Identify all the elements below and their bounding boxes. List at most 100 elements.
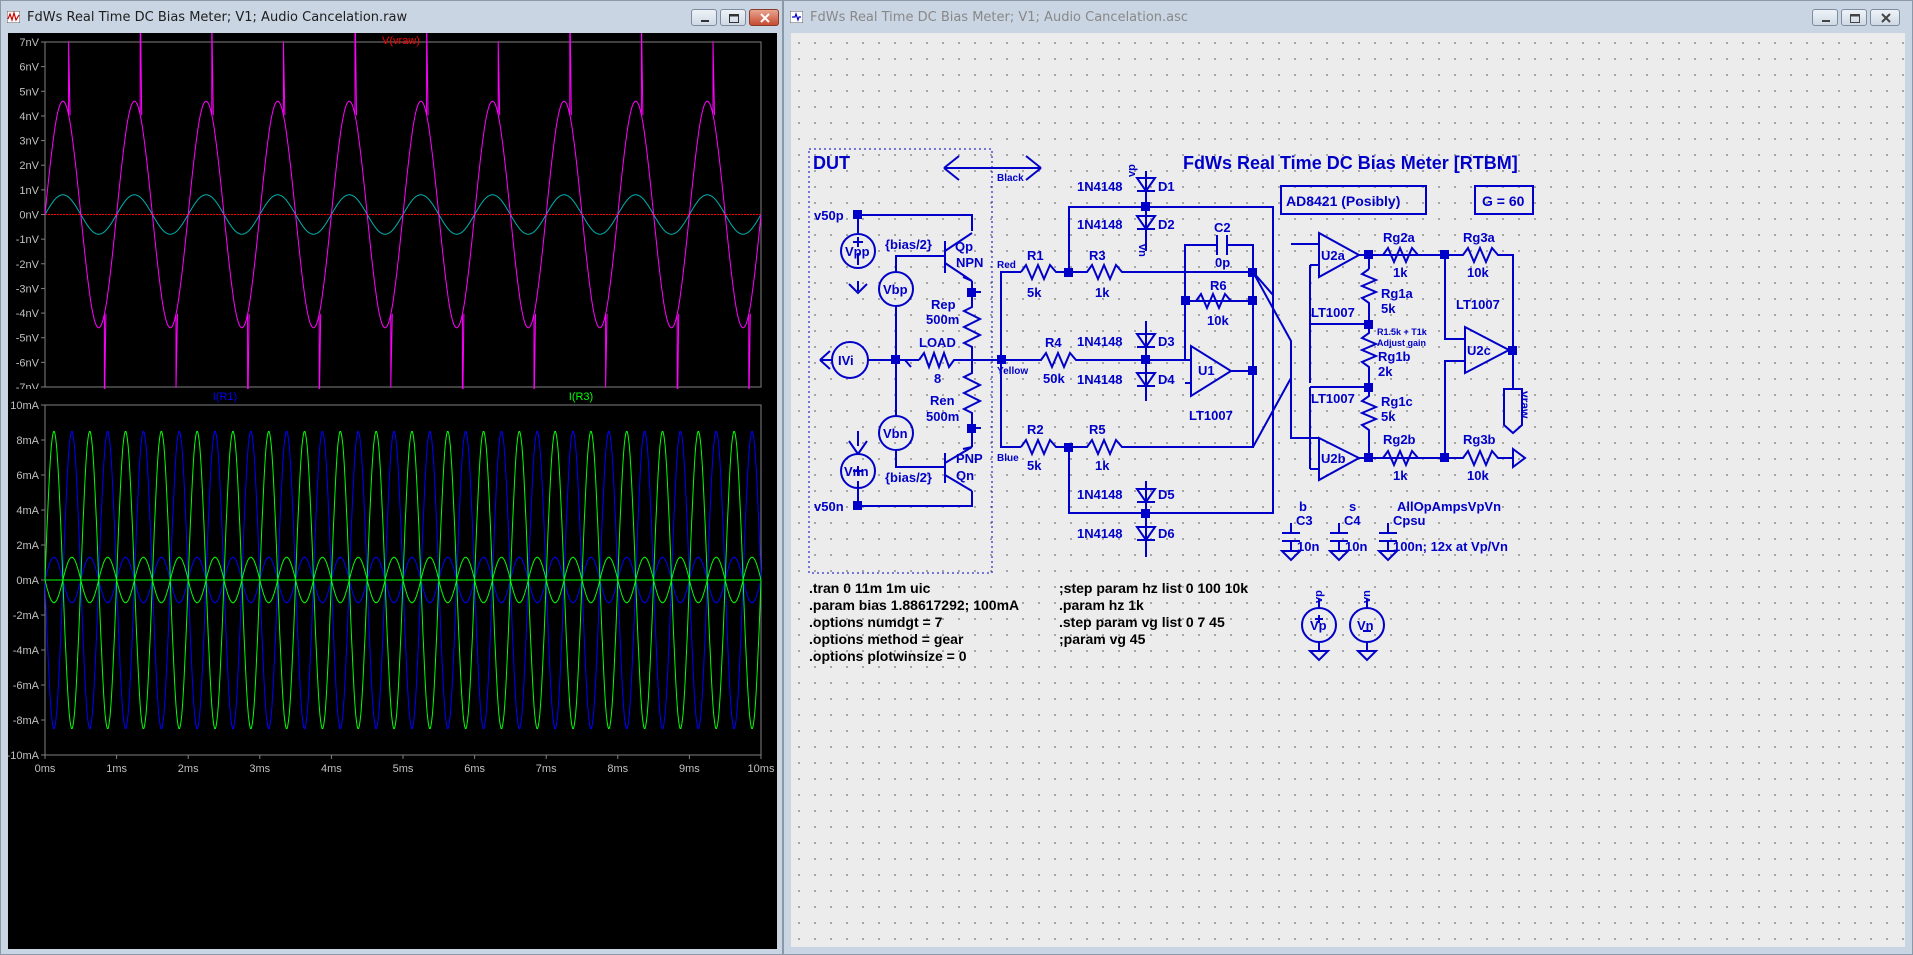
vpp-symbol bbox=[848, 237, 868, 295]
directive-1[interactable]: .tran 0 11m 1m uic bbox=[809, 580, 931, 596]
r2-r5-resistors bbox=[1020, 272, 1254, 457]
schematic-main-title: FdWs Real Time DC Bias Meter [RTBM] bbox=[1183, 153, 1518, 173]
rg1b-label: Rg1b bbox=[1378, 349, 1411, 364]
y-tick-label: -7nV bbox=[16, 382, 40, 389]
waveform-titlebar[interactable]: FdWs Real Time DC Bias Meter; V1; Audio … bbox=[1, 1, 782, 33]
load-label: LOAD bbox=[919, 335, 956, 350]
maximize-button[interactable] bbox=[720, 9, 746, 26]
rg3b-value: 10k bbox=[1467, 468, 1489, 483]
r3-value: 1k bbox=[1095, 285, 1110, 300]
vbp-label: Vbp bbox=[883, 282, 908, 297]
c2-label: C2 bbox=[1214, 220, 1231, 235]
vbn-wires bbox=[895, 360, 945, 468]
r2-value: 5k bbox=[1027, 458, 1042, 473]
vn-symbol bbox=[1355, 599, 1379, 662]
y-tick-label: -3nV bbox=[16, 283, 40, 295]
schematic-titlebar[interactable]: FdWs Real Time DC Bias Meter; V1; Audio … bbox=[784, 1, 1912, 33]
gain-note-1: R1.5k + T1k bbox=[1377, 327, 1428, 337]
rg1a-value: 5k bbox=[1381, 301, 1396, 316]
directive-5[interactable]: .options plotwinsize = 0 bbox=[809, 648, 967, 664]
u2a-label: U2a bbox=[1321, 248, 1346, 263]
y-tick-label: -5nV bbox=[16, 333, 40, 345]
bottom-waveform-plot: I(R1) I(R3) 10mA8mA6mA4mA2mA0mA-2mA-4mA-… bbox=[7, 391, 775, 775]
y-tick-label: -10mA bbox=[8, 750, 40, 762]
c3-label: C3 bbox=[1296, 513, 1313, 528]
y-tick-label: -2nV bbox=[16, 259, 40, 271]
directive-3[interactable]: .options numdgt = 7 bbox=[809, 614, 943, 630]
directive-2[interactable]: .param bias 1.88617292; 100mA bbox=[809, 597, 1019, 613]
close-button[interactable] bbox=[749, 9, 779, 26]
maximize-icon bbox=[729, 14, 739, 23]
trace-label-ir1[interactable]: I(R1) bbox=[213, 391, 237, 403]
r6-label: R6 bbox=[1210, 278, 1227, 293]
d2-label: D2 bbox=[1158, 217, 1175, 232]
y-tick-label: 7nV bbox=[19, 37, 39, 49]
d5-label: D5 bbox=[1158, 487, 1175, 502]
directive-4[interactable]: .options method = gear bbox=[809, 631, 964, 647]
qn-label: Qn bbox=[956, 468, 974, 483]
directive-6[interactable]: ;step param hz list 0 100 10k bbox=[1059, 580, 1248, 596]
schematic-canvas[interactable]: DUT FdWs Real Time DC Bias Meter [RTBM] … bbox=[791, 33, 1905, 947]
r2-label: R2 bbox=[1027, 422, 1044, 437]
cpsu-cap bbox=[1376, 523, 1400, 562]
qp-label: Qp bbox=[955, 239, 973, 254]
r1-label: R1 bbox=[1027, 248, 1044, 263]
vpp-label: Vpp bbox=[845, 244, 870, 259]
d3-model: 1N4148 bbox=[1077, 334, 1123, 349]
pin-stubs bbox=[976, 291, 981, 429]
rep-pin bbox=[967, 288, 976, 297]
y-tick-label: 10mA bbox=[10, 400, 39, 412]
qp-type: NPN bbox=[956, 255, 983, 270]
diodes-d5-d6 bbox=[1135, 481, 1157, 557]
schematic-window: FdWs Real Time DC Bias Meter; V1; Audio … bbox=[783, 0, 1913, 955]
minimize-icon bbox=[1822, 20, 1830, 22]
u2b-label: U2b bbox=[1321, 451, 1346, 466]
top-trace-label[interactable]: V(vraw) bbox=[382, 35, 420, 47]
u1-opamp bbox=[1184, 235, 1254, 398]
y-tick-label: 2mA bbox=[16, 540, 39, 552]
schematic-minimize-button[interactable] bbox=[1812, 9, 1838, 26]
r6-resistor bbox=[1195, 291, 1232, 311]
crossover-wires bbox=[1252, 243, 1319, 448]
r1-r3-resistors bbox=[1020, 262, 1253, 282]
node-d5d6 bbox=[1141, 509, 1150, 518]
schematic-close-button[interactable] bbox=[1870, 9, 1900, 26]
minimize-button[interactable] bbox=[691, 9, 717, 26]
schematic-maximize-button[interactable] bbox=[1841, 9, 1867, 26]
y-tick-label: 0mA bbox=[16, 575, 39, 587]
waveform-app-icon bbox=[7, 11, 20, 23]
x-tick-label: 4ms bbox=[321, 763, 342, 775]
x-tick-label: 8ms bbox=[607, 763, 628, 775]
sense-wires bbox=[1000, 271, 1021, 448]
rg1b-value: 2k bbox=[1378, 364, 1393, 379]
ivi-node bbox=[891, 355, 900, 364]
d3-label: D3 bbox=[1158, 334, 1175, 349]
blue-label: Blue bbox=[997, 453, 1019, 464]
directive-8[interactable]: .step param vg list 0 7 45 bbox=[1059, 614, 1225, 630]
d6-label: D6 bbox=[1158, 526, 1175, 541]
v50n-label: v50n bbox=[814, 499, 844, 514]
vnn-label: Vnn bbox=[844, 464, 869, 479]
node-r2r5 bbox=[1064, 443, 1073, 452]
d1-label: D1 bbox=[1158, 179, 1175, 194]
node-d1d2 bbox=[1141, 202, 1150, 211]
rail-vn-d2: vn bbox=[1136, 244, 1148, 257]
vp-label: Vp bbox=[1310, 618, 1327, 633]
rail-vp-source: vp bbox=[1313, 590, 1325, 603]
v50n-pin bbox=[853, 501, 862, 510]
rg3a-value: 10k bbox=[1467, 265, 1489, 280]
directive-7[interactable]: .param hz 1k bbox=[1059, 597, 1144, 613]
c2-value: 0p bbox=[1215, 255, 1230, 270]
schematic-drawing: DUT FdWs Real Time DC Bias Meter [RTBM] … bbox=[808, 148, 1534, 664]
directive-9[interactable]: ;param vg 45 bbox=[1059, 631, 1146, 647]
gain-text: G = 60 bbox=[1482, 193, 1525, 209]
y-tick-label: 6mA bbox=[16, 470, 39, 482]
cpsu-label: Cpsu bbox=[1393, 513, 1426, 528]
y-tick-label: 1nV bbox=[19, 185, 39, 197]
u2c-opamp bbox=[1444, 255, 1514, 458]
trace-label-ir3[interactable]: I(R3) bbox=[569, 391, 593, 403]
rg2a-label: Rg2a bbox=[1383, 230, 1416, 245]
c4-s-label: s bbox=[1349, 499, 1356, 514]
